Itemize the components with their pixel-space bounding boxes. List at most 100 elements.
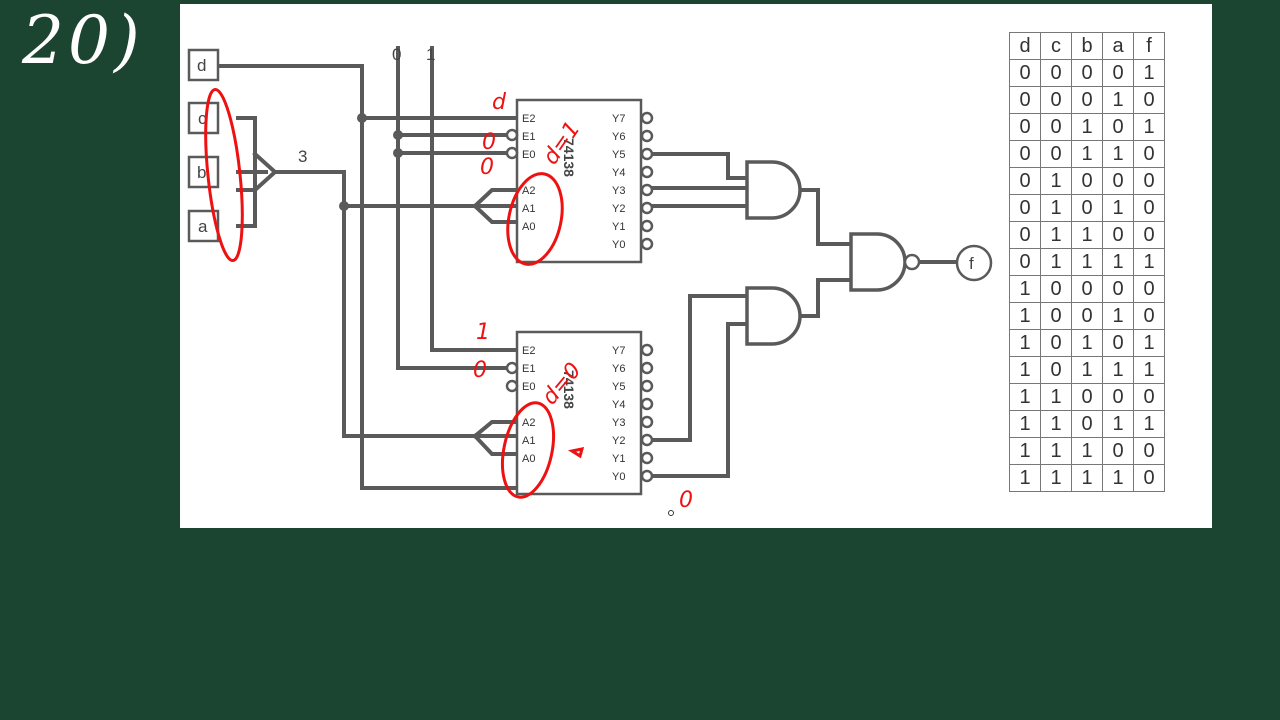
table-cell: 0 xyxy=(1009,221,1041,249)
table-cell: 0 xyxy=(1071,167,1103,195)
circle-cba-inputs xyxy=(204,87,244,263)
svg-text:0: 0 xyxy=(679,488,693,513)
bus-width-label: 3 xyxy=(298,147,307,166)
nand-bubble xyxy=(903,253,921,271)
table-cell: 1 xyxy=(1133,59,1165,87)
svg-text:d: d xyxy=(197,56,206,75)
input-c: c xyxy=(187,101,220,135)
table-cell: 1 xyxy=(1040,410,1072,438)
table-cell: 0 xyxy=(1040,113,1072,141)
table-cell: 1 xyxy=(1040,383,1072,411)
table-cell: 0 xyxy=(1133,194,1165,222)
decoder-lower: E2 E1 E0 A2 A1 A0 Y7 Y6 Y5 Y4 Y3 Y2 Y1 Y… xyxy=(505,330,654,496)
circuit-sheet: d c b a 0 1 3 E2 E1 E0 A2 A1 A0 Y7 xyxy=(180,4,1212,528)
svg-text:Y7: Y7 xyxy=(612,113,625,125)
table-cell: 1 xyxy=(1040,194,1072,222)
table-cell: 0 xyxy=(1040,59,1072,87)
input-d: d xyxy=(187,48,220,82)
table-cell: 1 xyxy=(1071,329,1103,357)
table-cell: 1 xyxy=(1102,464,1134,492)
table-cell: 0 xyxy=(1071,275,1103,303)
header-cell: d xyxy=(1009,32,1041,60)
svg-text:Y3: Y3 xyxy=(612,417,625,429)
table-cell: 0 xyxy=(1040,140,1072,168)
svg-text:E1: E1 xyxy=(522,131,535,143)
svg-text:E2: E2 xyxy=(522,113,535,125)
table-cell: 1 xyxy=(1040,167,1072,195)
svg-text:Y2: Y2 xyxy=(612,435,625,447)
svg-text:c: c xyxy=(198,109,207,128)
svg-text:Y4: Y4 xyxy=(612,399,625,411)
table-cell: 0 xyxy=(1102,275,1134,303)
table-cell: 1 xyxy=(1133,410,1165,438)
svg-text:f: f xyxy=(969,254,974,273)
circuit-diagram: d c b a 0 1 3 E2 E1 E0 A2 A1 A0 Y7 xyxy=(187,45,993,516)
table-cell: 0 xyxy=(1071,410,1103,438)
table-cell: 1 xyxy=(1040,464,1072,492)
table-cell: 0 xyxy=(1071,194,1103,222)
table-cell: 1 xyxy=(1071,464,1103,492)
svg-text:0: 0 xyxy=(482,130,496,155)
svg-text:Y7: Y7 xyxy=(612,345,625,357)
svg-text:A0: A0 xyxy=(522,221,535,233)
const-zero-label: 0 xyxy=(392,45,401,64)
table-cell: 1 xyxy=(1009,275,1041,303)
svg-text:1: 1 xyxy=(476,320,490,345)
input-b: b xyxy=(187,155,220,189)
table-cell: 0 xyxy=(1133,302,1165,330)
svg-text:Y2: Y2 xyxy=(612,203,625,215)
svg-text:E1: E1 xyxy=(522,363,535,375)
svg-text:E0: E0 xyxy=(522,149,535,161)
table-cell: 1 xyxy=(1071,437,1103,465)
table-cell: 1 xyxy=(1071,113,1103,141)
table-cell: 0 xyxy=(1102,59,1134,87)
output-f: f xyxy=(955,244,993,282)
table-cell: 1 xyxy=(1133,113,1165,141)
svg-text:E2: E2 xyxy=(522,345,535,357)
table-cell: 0 xyxy=(1102,221,1134,249)
svg-text:b: b xyxy=(197,163,206,182)
svg-text:a: a xyxy=(198,217,208,236)
svg-text:A0: A0 xyxy=(522,453,535,465)
table-cell: 1 xyxy=(1102,194,1134,222)
table-cell: 1 xyxy=(1009,356,1041,384)
svg-text:Y5: Y5 xyxy=(612,149,625,161)
table-cell: 1 xyxy=(1102,410,1134,438)
svg-text:A1: A1 xyxy=(522,435,535,447)
table-cell: 0 xyxy=(1133,140,1165,168)
table-cell: 0 xyxy=(1040,86,1072,114)
table-cell: 0 xyxy=(1133,275,1165,303)
const-one-label: 1 xyxy=(426,45,435,64)
junction-dots xyxy=(339,113,403,211)
and-gate-lower xyxy=(745,286,802,346)
table-cell: 0 xyxy=(1040,356,1072,384)
svg-text:Y6: Y6 xyxy=(612,131,625,143)
input-a: a xyxy=(187,209,220,243)
table-header-row: d c b a f xyxy=(1009,32,1165,60)
svg-text:A2: A2 xyxy=(522,185,535,197)
table-cell: 1 xyxy=(1009,302,1041,330)
table-cell: 0 xyxy=(1071,302,1103,330)
table-cell: 0 xyxy=(1009,194,1041,222)
table-cell: 0 xyxy=(1133,167,1165,195)
svg-text:Y4: Y4 xyxy=(612,167,625,179)
table-cell: 0 xyxy=(1071,383,1103,411)
table-cell: 0 xyxy=(1009,140,1041,168)
table-cell: 0 xyxy=(1102,437,1134,465)
header-cell: f xyxy=(1133,32,1165,60)
table-cell: 0 xyxy=(1133,86,1165,114)
table-cell: 0 xyxy=(1102,167,1134,195)
